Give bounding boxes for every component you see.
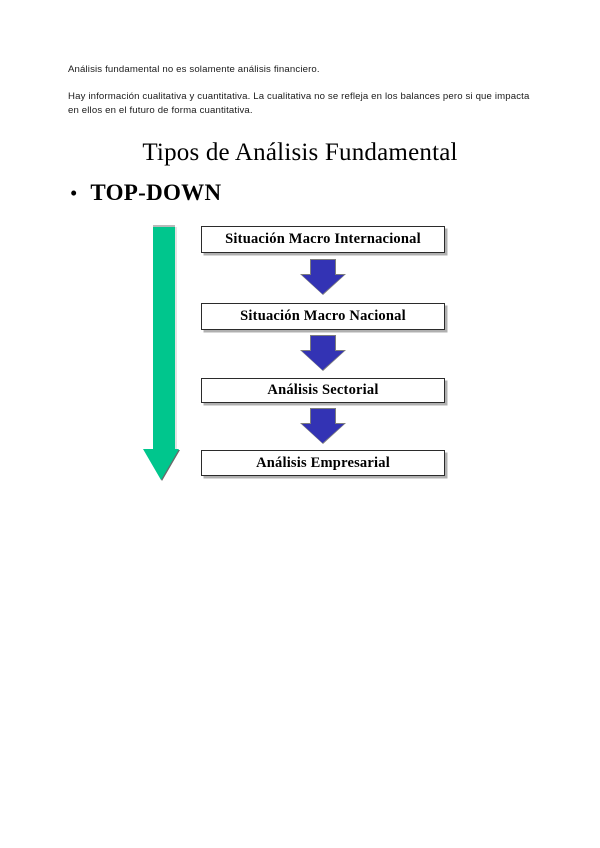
flow-node-label: Situación Macro Internacional bbox=[225, 231, 421, 247]
down-arrow-icon bbox=[296, 407, 348, 445]
intro-paragraph-1: Análisis fundamental no es solamente aná… bbox=[68, 64, 320, 75]
flow-node-label: Situación Macro Nacional bbox=[240, 308, 406, 324]
down-arrow-icon bbox=[296, 334, 348, 372]
intro-text-block: Análisis fundamental no es solamente aná… bbox=[68, 63, 530, 131]
bullet-heading: • TOP-DOWN bbox=[70, 180, 221, 206]
down-arrow-icon bbox=[296, 258, 348, 296]
intro-paragraph-2: Hay información cualitativa y cuantitati… bbox=[68, 91, 530, 116]
page-title: Tipos de Análisis Fundamental bbox=[142, 139, 458, 166]
long-down-arrow-icon bbox=[143, 222, 200, 482]
flow-node-label: Análisis Empresarial bbox=[256, 454, 390, 471]
long-arrow-shaft bbox=[153, 225, 177, 451]
long-arrow-head bbox=[143, 449, 179, 480]
flow-node-analisis-sectorial[interactable]: Análisis Sectorial bbox=[201, 378, 445, 403]
bullet-heading-label: TOP-DOWN bbox=[90, 180, 222, 205]
flow-node-situacion-macro-internacional[interactable]: Situación Macro Internacional bbox=[201, 226, 445, 253]
bullet-marker-icon: • bbox=[70, 181, 78, 205]
flow-node-situacion-macro-nacional[interactable]: Situación Macro Nacional bbox=[201, 303, 445, 330]
flow-node-label: Análisis Sectorial bbox=[267, 382, 379, 398]
flow-node-analisis-empresarial[interactable]: Análisis Empresarial bbox=[201, 450, 445, 476]
